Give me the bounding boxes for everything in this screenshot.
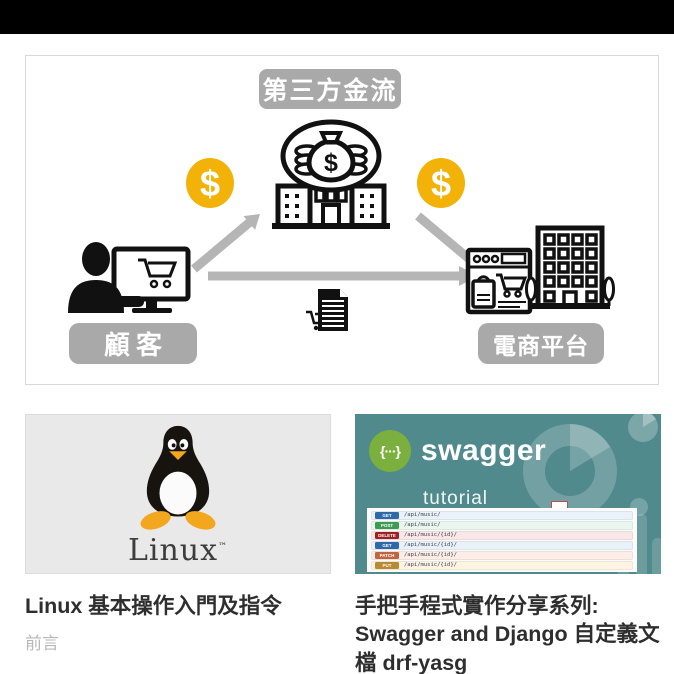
tux-penguin-icon [140,425,216,530]
payment-flow-diagram: $ $ $ [25,55,659,385]
arrow-customer-to-bank [191,214,260,273]
swagger-logo: {···} swagger [369,430,546,472]
http-method-badge: PUT [375,561,399,569]
swagger-braces-icon: {···} [369,430,411,472]
swagger-wordmark: swagger [421,434,547,467]
receipt-icon [306,289,348,331]
linux-brand-text: Linux™ [128,536,228,566]
platform-building-icon [525,225,615,309]
dollar-coin-right: $ [417,158,465,208]
linux-wordmark: Linux [127,533,219,568]
swagger-tagline: tutorial [423,488,489,509]
api-endpoint-row: PATCH /api/music/{id}/ [371,551,633,560]
customer-label: 顧客 [69,323,197,364]
http-method-badge: GET [375,541,399,549]
online-store-icon [465,247,533,315]
top-navigation-bar [0,0,674,34]
swagger-api-panel: GET /api/music/ POST /api/music/ DELETE … [367,508,637,572]
third-party-payment-label: 第三方金流 [259,69,401,109]
post-subtitle-linux: 前言 [25,634,59,653]
platform-label: 電商平台 [478,323,604,364]
bank-dollar-sign: $ [324,149,338,177]
api-path: /api/music/{id}/ [404,562,457,569]
api-endpoint-row: DELETE /api/music/{id}/ [371,531,633,540]
api-path: /api/music/{id}/ [404,542,457,549]
http-method-badge: PATCH [375,551,399,559]
api-path: /api/music/{id}/ [404,552,457,559]
post-title-swagger[interactable]: 手把手程式實作分享系列: Swagger and Django 自定義文檔 dr… [355,594,660,674]
api-endpoint-row: GET /api/music/ [371,511,633,520]
coin-dollar-sign: $ [200,163,220,204]
coin-dollar-sign: $ [431,163,451,204]
http-method-badge: DELETE [375,531,399,539]
post-thumbnail-linux[interactable]: Linux™ [25,414,331,574]
trademark-symbol: ™ [218,542,229,552]
api-endpoint-row: POST /api/music/ [371,521,633,530]
api-endpoint-row: GET /api/music/{id}/ [371,541,633,550]
customer-icon [68,242,191,313]
http-method-badge: POST [375,521,399,529]
api-path: /api/music/ [404,512,441,519]
api-path: /api/music/{id}/ [404,532,457,539]
arrow-customer-to-platform [208,266,478,286]
dollar-coin-left: $ [186,158,234,208]
api-endpoint-row: PUT /api/music/{id}/ [371,561,633,570]
post-thumbnail-swagger[interactable]: {···} swagger tutorial GET /api/music/ P… [355,414,661,574]
bank-icon: $ [272,119,390,229]
http-method-badge: GET [375,511,399,519]
post-title-linux[interactable]: Linux 基本操作入門及指令 [25,594,282,618]
api-path: /api/music/ [404,522,441,529]
payment-flow-illustration: $ $ $ [68,119,615,331]
